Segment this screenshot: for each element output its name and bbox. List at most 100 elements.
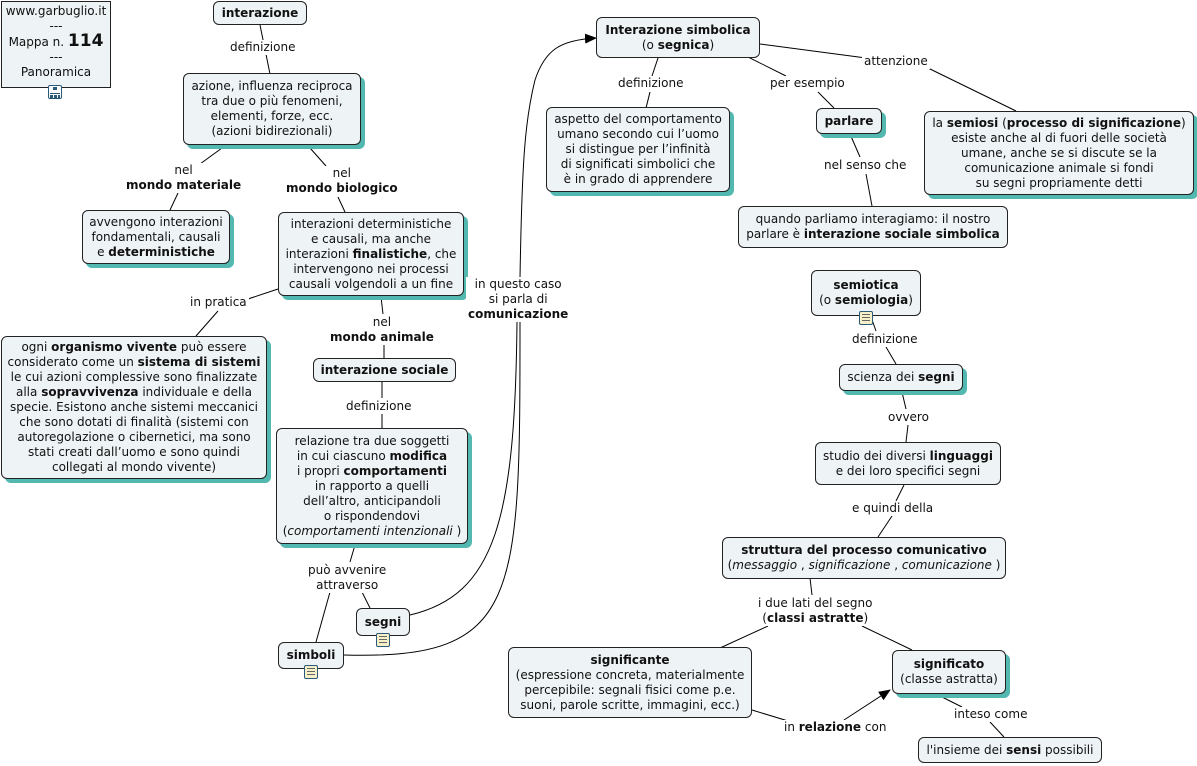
link-label-in-pratica: in pratica (188, 295, 249, 310)
text-line: ogni organismo vivente può essere (21, 340, 246, 355)
text-run: segni (918, 370, 955, 384)
tree-icon[interactable] (48, 85, 62, 99)
text-line: in questo caso (468, 277, 568, 292)
concept-struttura-processo[interactable]: struttura del processo comunicativo(mess… (722, 537, 1006, 579)
text-run: ) (908, 293, 913, 307)
text-line: stati creati dall’uomo e sono quindi (28, 445, 240, 460)
concept-parlare[interactable]: parlare (816, 108, 882, 134)
text-line: che sono dotati di finalità (sistemi con (19, 415, 248, 430)
concept-insieme-sensi[interactable]: l'insieme dei sensi possibili (918, 737, 1102, 763)
text-line: umane, anche se si discute se la (961, 146, 1157, 161)
text-line: elementi, forze, ecc. (211, 109, 334, 124)
text-run: inteso come (954, 707, 1028, 721)
text-run: in rapporto a quelli (314, 478, 430, 493)
concept-interazione-sociale[interactable]: interazione sociale (313, 358, 456, 382)
document-icon[interactable] (304, 665, 318, 679)
site-url[interactable]: www.garbuglio.it (5, 4, 107, 18)
text-run: definizione (230, 40, 296, 54)
text-run: umano secondo cui l’uomo (557, 127, 719, 141)
text-run: comunicazione (901, 558, 992, 572)
concept-semiotica[interactable]: semiotica(o semiologia) (811, 270, 921, 316)
link-puo-simboli (315, 591, 331, 643)
text-line: interazioni deterministiche (291, 217, 452, 232)
text-line: e deterministiche (97, 245, 215, 260)
text-run: interazione sociale (320, 362, 449, 377)
text-run: ( (762, 611, 767, 625)
text-run: suoni, parole scritte, immagini, ecc.) (520, 697, 740, 712)
text-run: parlare (824, 113, 874, 128)
concept-interazione[interactable]: interazione (213, 1, 307, 25)
text-run: l'insieme dei (926, 742, 1007, 757)
text-run: definizione (618, 76, 684, 90)
text-run: relazione (798, 720, 862, 734)
text-line: la semiosi (processo di significazione) (932, 116, 1185, 131)
text-line: in relazione con (784, 720, 886, 735)
text-line: definizione (346, 399, 411, 414)
text-run: significazione (808, 558, 891, 572)
link-interazioni-animale (380, 296, 384, 315)
link-label-nel-senso-che: nel senso che (822, 158, 909, 173)
text-run: ) (991, 558, 1001, 572)
concept-interazione-simbolica[interactable]: Interazione simbolica(o segnica) (596, 17, 760, 58)
text-line: parlare (825, 114, 874, 129)
concept-significante[interactable]: significante(espressione concreta, mater… (508, 647, 752, 718)
link-segni-qcaso (409, 321, 518, 616)
text-run: , che (427, 246, 457, 261)
link-label-due-lati: i due lati del segno(classi astratte) (756, 596, 875, 626)
text-run: attenzione (864, 54, 928, 68)
text-line: (classe astratta) (900, 672, 998, 687)
text-line: (o semiologia) (819, 293, 913, 308)
link-nelsenso-quando (865, 173, 873, 207)
concept-segni[interactable]: segni (356, 608, 410, 636)
text-line: in pratica (190, 295, 247, 310)
text-line: umano secondo cui l’uomo (557, 127, 719, 142)
link-qcaso-simbolica (519, 33, 597, 279)
document-icon[interactable] (859, 311, 873, 325)
text-run: i due lati del segno (758, 596, 873, 610)
text-run: alla (15, 385, 42, 399)
text-line: attraverso (308, 578, 386, 593)
text-line: segni (365, 615, 402, 630)
text-run: mondo biologico (286, 181, 398, 195)
text-run: si distingue per l’infinità (565, 142, 711, 156)
document-icon[interactable] (376, 633, 390, 647)
text-run: mondo materiale (126, 178, 242, 192)
text-run: per esempio (770, 76, 845, 90)
text-line: è in grado di apprendere (564, 172, 713, 187)
concept-significato[interactable]: significato(classe astratta) (892, 650, 1006, 694)
text-run: avvengono interazioni (89, 214, 223, 229)
link-azione-biologico (309, 147, 327, 167)
header-separator: --- (49, 50, 63, 64)
link-label-definizione: definizione (850, 332, 920, 347)
concept-simboli[interactable]: simboli (278, 642, 344, 669)
concept-semiosi[interactable]: la semiosi (processo di significazione)e… (924, 111, 1194, 195)
text-run: (azioni bidirezionali) (211, 124, 333, 138)
text-run: ogni (21, 340, 52, 354)
text-line: per esempio (770, 76, 845, 91)
text-line: definizione (852, 332, 917, 347)
text-run: in (784, 720, 799, 734)
text-line: struttura del processo comunicativo (741, 543, 986, 558)
text-line: percepibile: segnali fisici come p.e. (524, 683, 735, 698)
link-pratica-organismo (195, 310, 219, 337)
text-run: dell’altro, anticipandoli (303, 493, 441, 508)
text-run: quando parliamo interagiamo: il nostro (755, 212, 991, 226)
text-run: nel (332, 166, 351, 180)
text-run: processo di significazione (1006, 115, 1181, 130)
text-run: la (932, 115, 947, 130)
text-line: ovvero (888, 410, 929, 425)
text-run: segni (364, 614, 402, 629)
text-run: (classe astratta) (900, 672, 998, 686)
link-interazioni-pratica (244, 288, 279, 301)
concept-scienza-segni[interactable]: scienza dei segni (839, 364, 963, 391)
